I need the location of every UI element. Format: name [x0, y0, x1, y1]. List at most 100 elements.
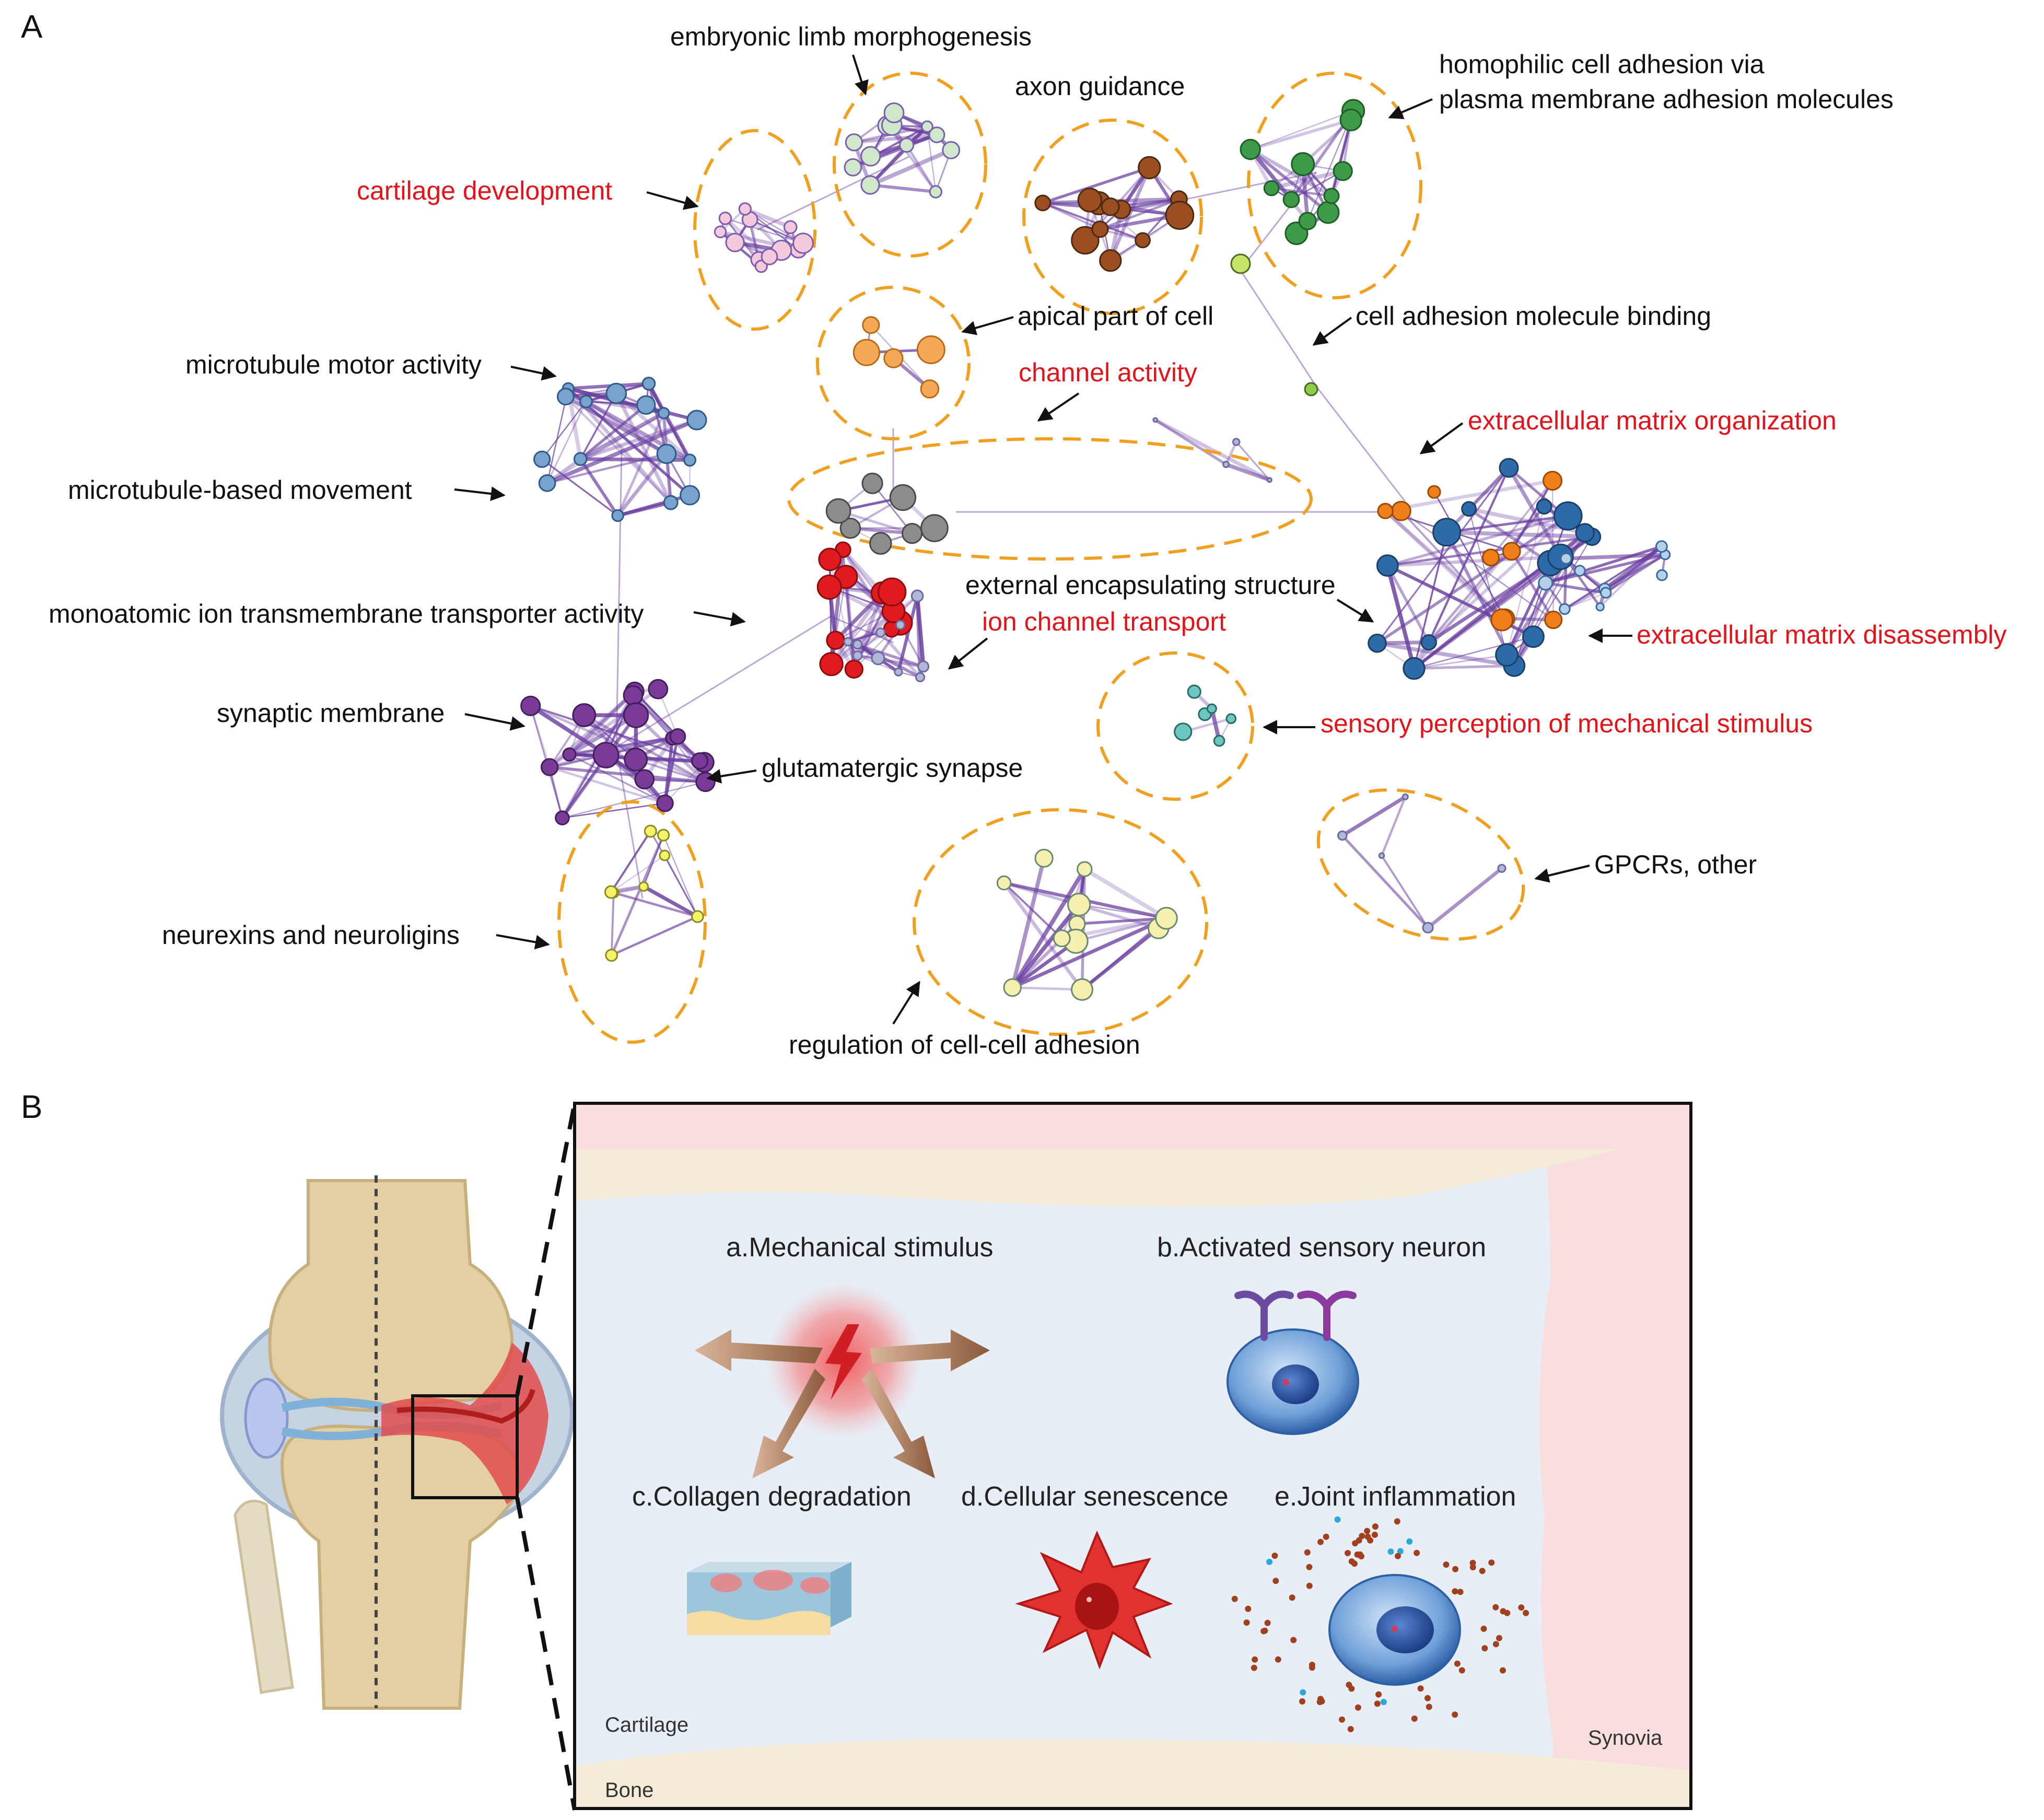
network-node	[1101, 197, 1120, 216]
label-collagen: c.Collagen degradation	[632, 1481, 912, 1512]
network-edge	[848, 632, 881, 643]
network-node	[1138, 156, 1161, 180]
cytokine-dot	[1469, 1564, 1476, 1571]
network-edge	[615, 746, 644, 899]
network-node	[1377, 503, 1394, 519]
cytokine-dot	[1347, 1726, 1354, 1732]
network-node	[825, 498, 851, 524]
network-node	[1266, 477, 1272, 483]
network-edge	[1248, 148, 1293, 201]
network-edge	[1385, 479, 1553, 513]
panel-b-labels: a.Mechanical stimulus b.Activated sensor…	[605, 1232, 1663, 1802]
network-edge	[583, 714, 706, 783]
network-node	[783, 220, 798, 235]
network-edge	[635, 714, 707, 784]
network-edge	[610, 834, 665, 956]
network-node	[1003, 978, 1022, 997]
network-edge	[611, 891, 698, 918]
network-node	[996, 875, 1012, 891]
cytokine-dot	[1372, 1523, 1379, 1530]
network-node	[714, 225, 727, 239]
cluster-gpcr	[1316, 788, 1525, 941]
network-edge	[1381, 855, 1429, 928]
cytokine-dot	[1488, 1559, 1495, 1566]
network-node	[845, 133, 863, 151]
network-node	[852, 650, 863, 661]
cluster-neurexin	[557, 800, 707, 1044]
network-edge	[829, 559, 836, 640]
network-node	[875, 627, 886, 638]
network-edge	[1250, 110, 1354, 150]
network-node	[611, 509, 624, 522]
network-node	[862, 316, 880, 334]
network-node	[1432, 518, 1462, 547]
cytokine-dot	[1323, 1533, 1329, 1540]
network-node	[920, 379, 940, 399]
network-edge	[1249, 118, 1351, 151]
label-cartilage: cartilage development	[357, 176, 612, 205]
network-node	[1656, 569, 1668, 581]
cytokine-dot	[1380, 1699, 1387, 1706]
network-node	[899, 137, 915, 153]
network-edge	[616, 615, 831, 748]
cytokine-dot	[1496, 1635, 1502, 1641]
network-edge	[1100, 198, 1179, 230]
network-node	[1595, 602, 1605, 612]
label-homophilic-2: plasma membrane adhesion molecules	[1439, 85, 1894, 114]
cytokine-dot	[1454, 1660, 1461, 1667]
cluster-channel	[787, 437, 1313, 561]
network-edge	[1400, 510, 1554, 621]
cytokine-dot	[1299, 1698, 1305, 1705]
network-edge	[838, 509, 913, 535]
network-edge	[1510, 480, 1554, 552]
label-senescence: d.Cellular senescence	[961, 1481, 1229, 1512]
label-glutamatergic: glutamatergic synapse	[762, 753, 1023, 783]
network-node	[538, 474, 556, 492]
cytokine-dot	[1457, 1589, 1464, 1595]
label-mt-motor: microtubule motor activity	[185, 350, 482, 379]
network-node	[1034, 848, 1054, 868]
zoom-line-top	[515, 1103, 577, 1396]
network-edge	[569, 753, 665, 804]
cytokine-dot	[1411, 1716, 1418, 1722]
network-node	[634, 769, 655, 790]
network-edge	[1010, 868, 1087, 989]
network-edge	[1385, 565, 1416, 669]
network-node	[1497, 864, 1506, 873]
network-node	[1499, 458, 1519, 478]
cytokine-dot	[1264, 1619, 1271, 1626]
network-node	[871, 651, 885, 666]
network-edge	[610, 831, 651, 893]
lightning-icon	[825, 1324, 862, 1400]
network-node	[1522, 625, 1545, 648]
cytokine-dot	[1271, 1553, 1278, 1559]
network-edge	[1077, 917, 1167, 926]
cytokine-dot	[1417, 1685, 1424, 1692]
network-edge	[1376, 641, 1515, 668]
cytokine-dot	[1395, 1553, 1401, 1559]
network-edge	[613, 891, 698, 918]
network-edge	[1249, 148, 1333, 197]
network-edge	[1400, 510, 1503, 621]
cytokine-dot	[1394, 1518, 1400, 1525]
network-edge	[725, 217, 803, 244]
network-node	[894, 667, 903, 676]
network-node	[1187, 684, 1201, 699]
network-node	[1391, 500, 1411, 521]
network-node	[1222, 461, 1230, 468]
network-node	[792, 232, 814, 254]
cytokine-dot	[1424, 1695, 1431, 1701]
cytokine-dot	[1266, 1558, 1273, 1565]
network-node	[1304, 382, 1318, 396]
network-edge	[1341, 834, 1429, 929]
network-node	[1323, 188, 1340, 204]
network-node	[686, 410, 707, 430]
network-node	[1077, 861, 1093, 877]
network-edge	[1042, 202, 1143, 241]
network-node	[1376, 554, 1399, 577]
network-node	[852, 339, 881, 366]
network-edge	[579, 393, 617, 460]
cytokine-dot	[1306, 1582, 1313, 1589]
cytokine-dot	[1374, 1700, 1381, 1707]
network-node	[826, 631, 845, 650]
